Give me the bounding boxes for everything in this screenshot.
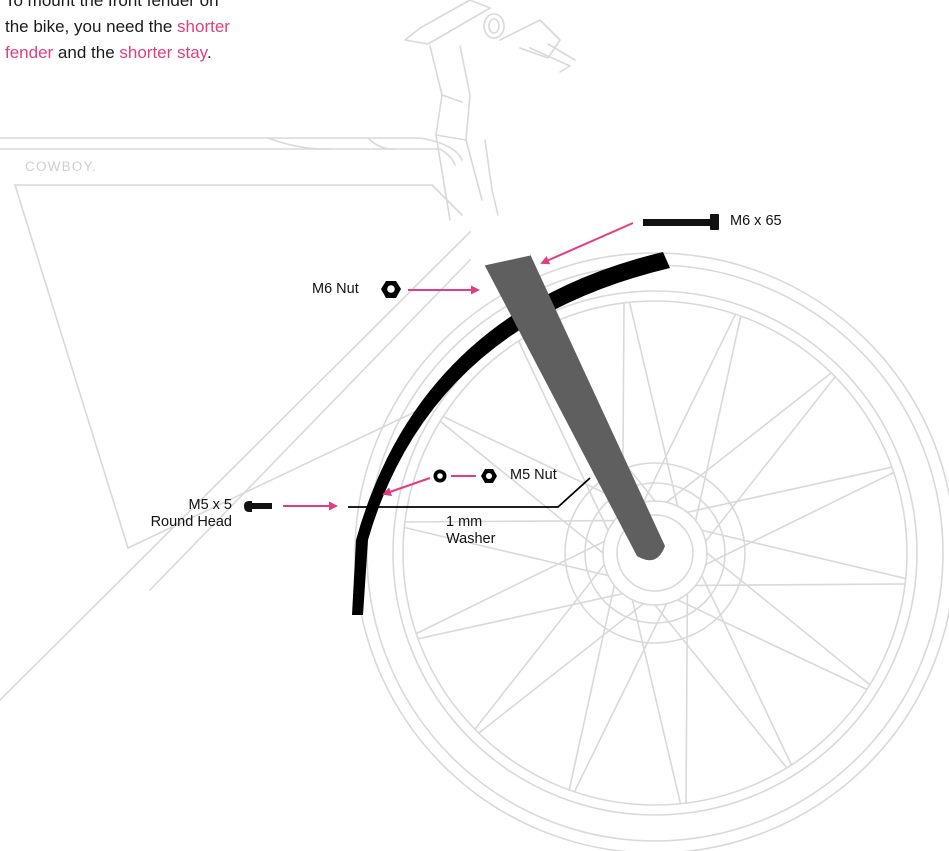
fender-stay bbox=[348, 477, 591, 508]
wheel-spoke bbox=[694, 583, 906, 587]
wheel-spoke bbox=[474, 563, 606, 731]
wheel-spoke bbox=[403, 526, 609, 577]
intro-suffix: . bbox=[206, 43, 212, 62]
wheel-spoke bbox=[701, 574, 793, 766]
wheel-spoke bbox=[631, 599, 682, 805]
arrow-icon bbox=[382, 477, 431, 496]
wheel-spoke bbox=[415, 540, 606, 635]
bolt-icon bbox=[643, 214, 719, 230]
label-m6-nut: M6 Nut bbox=[312, 281, 359, 297]
front-wheel bbox=[354, 252, 949, 851]
label-1mm-washer: 1 mm Washer bbox=[446, 514, 495, 548]
wheel-spoke bbox=[686, 466, 893, 514]
wheel-spoke bbox=[404, 519, 616, 523]
wheel-spoke bbox=[706, 552, 871, 686]
label-washer-line1: 1 mm bbox=[446, 514, 483, 530]
wheel-spoke bbox=[685, 592, 689, 804]
wheel-spoke bbox=[442, 415, 634, 507]
head-tube-and-handlebar bbox=[404, 0, 576, 221]
label-m6x65: M6 x 65 bbox=[730, 213, 782, 229]
intro-line2-prefix: the bike, you need the bbox=[5, 17, 178, 36]
brand-logo: COWBOY. bbox=[25, 159, 97, 174]
wheel-spoke bbox=[665, 372, 833, 504]
front-fender bbox=[352, 252, 670, 615]
wheel-spoke bbox=[517, 340, 609, 532]
highlight-shorter: shorter bbox=[177, 17, 230, 36]
label-m5x5-line2: Round Head bbox=[150, 514, 232, 530]
front-fork bbox=[483, 252, 665, 561]
wheel-spoke bbox=[573, 602, 668, 793]
wheel-spoke bbox=[654, 604, 788, 769]
highlight-shorter-stay: shorter stay bbox=[119, 43, 207, 62]
wheel-spoke bbox=[704, 375, 836, 543]
wheel-spoke bbox=[568, 584, 616, 791]
bolt-icon bbox=[244, 501, 272, 512]
wheel-spoke bbox=[676, 599, 868, 691]
assembly-arrows bbox=[283, 222, 634, 511]
label-m5x5-line1: M5 x 5 bbox=[188, 497, 232, 513]
wheel-spoke bbox=[477, 602, 645, 734]
wheel-spoke bbox=[701, 529, 907, 580]
label-m5x5-round-head: M5 x 5 Round Head bbox=[140, 497, 232, 531]
washer-icon bbox=[433, 469, 447, 483]
wheel-spoke bbox=[694, 315, 742, 522]
intro-text: To mount the front fender on the bike, y… bbox=[5, 0, 305, 66]
wheel-spoke bbox=[417, 592, 624, 640]
arrow-icon bbox=[540, 222, 634, 265]
intro-mid: and the bbox=[53, 43, 120, 62]
intro-line1: To mount the front fender on bbox=[5, 0, 219, 10]
wheel-spoke bbox=[628, 301, 679, 507]
label-m5-nut: M5 Nut bbox=[510, 467, 557, 483]
highlight-fender: fender bbox=[5, 43, 54, 62]
wheel-spoke bbox=[439, 420, 604, 554]
hex-nut-icon bbox=[481, 469, 497, 483]
bike-frame: COWBOY. bbox=[0, 137, 471, 701]
hex-nut-icon bbox=[381, 281, 401, 298]
wheel-spoke bbox=[642, 313, 737, 504]
label-washer-line2: Washer bbox=[446, 531, 496, 547]
wheel-spoke bbox=[704, 471, 895, 566]
